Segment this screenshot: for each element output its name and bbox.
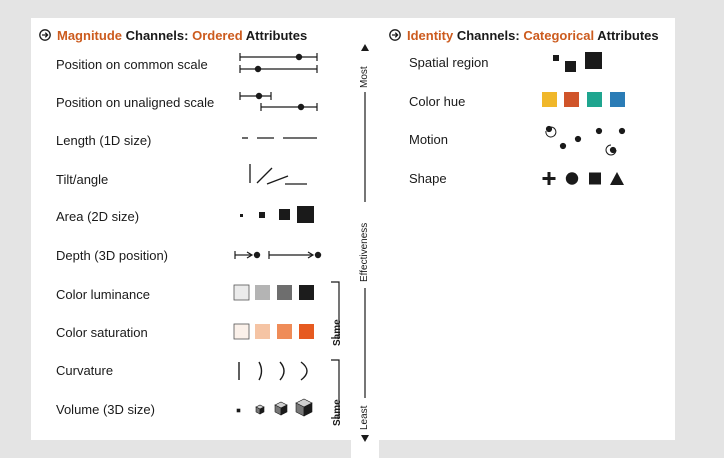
- same-brackets: [331, 281, 340, 419]
- hue-swatch: [587, 92, 602, 107]
- area-glyph: [240, 206, 314, 223]
- row-label-color-luminance: Color luminance: [56, 287, 150, 302]
- row-label-motion: Motion: [409, 132, 449, 147]
- luminance-swatch: [233, 284, 250, 301]
- identity-channels-panel: Identity Channels: Categorical Attribute…: [379, 18, 675, 440]
- row-label-color-saturation: Color saturation: [56, 325, 148, 340]
- position-unaligned-glyph: [239, 92, 318, 111]
- heading-attributes-word: Attributes: [242, 28, 308, 43]
- plus-icon: [542, 172, 556, 185]
- row-label-area: Area (2D size): [56, 209, 140, 224]
- color-hue-glyph: [542, 92, 625, 107]
- heading-attributes-word: Attributes: [594, 28, 659, 43]
- effectiveness-label: Effectiveness: [359, 222, 370, 282]
- cube-medium: [274, 401, 288, 416]
- row-label-spatial-region: Spatial region: [409, 55, 489, 70]
- row-label-depth: Depth (3D position): [56, 248, 168, 263]
- effectiveness-axis: Most Effectiveness Least: [351, 18, 379, 458]
- row-label-tilt: Tilt/angle: [56, 172, 109, 187]
- heading-categorical-word: Categorical: [523, 28, 595, 43]
- saturation-swatch: [299, 324, 314, 339]
- spatial-region-glyph: [553, 52, 602, 72]
- depth-glyph: [234, 251, 322, 259]
- row-label-position-common: Position on common scale: [56, 57, 208, 72]
- circle-arrow-icon: [39, 29, 51, 41]
- tilt-glyph: [249, 164, 307, 185]
- magnitude-channels-panel: Magnitude Channels: Ordered Attributes P…: [31, 18, 351, 440]
- curvature-glyph: [238, 361, 308, 381]
- position-common-glyph: [239, 53, 318, 73]
- luminance-swatch: [299, 285, 314, 300]
- length-glyph: [242, 137, 317, 139]
- heading-identity-word: Identity: [407, 28, 454, 43]
- effectiveness-least-label: Least: [359, 405, 370, 430]
- triangle-icon: [610, 172, 624, 185]
- same-label-curvature: Same: [332, 399, 343, 426]
- color-luminance-glyph: [233, 284, 314, 301]
- saturation-swatch: [255, 324, 270, 339]
- row-label-shape: Shape: [409, 171, 447, 186]
- identity-heading: Identity Channels: Categorical Attribute…: [389, 28, 659, 43]
- hue-swatch: [542, 92, 557, 107]
- same-label-color: Same: [332, 319, 343, 346]
- hue-swatch: [610, 92, 625, 107]
- circle-icon: [565, 172, 579, 185]
- shape-glyph: [542, 172, 624, 185]
- cube-small: [255, 404, 265, 415]
- square-icon: [589, 172, 601, 185]
- hue-swatch: [564, 92, 579, 107]
- volume-cubes-glyph: [236, 398, 313, 417]
- volume-glyph: [233, 416, 317, 438]
- circle-arrow-icon: [389, 29, 401, 41]
- row-label-length: Length (1D size): [56, 133, 152, 148]
- heading-magnitude-word: Magnitude: [57, 28, 122, 43]
- saturation-swatch: [233, 323, 250, 340]
- row-label-volume: Volume (3D size): [56, 402, 155, 417]
- row-label-color-hue: Color hue: [409, 94, 466, 109]
- motion-glyph: [545, 125, 626, 156]
- heading-ordered-word: Ordered: [192, 28, 243, 43]
- saturation-swatch: [277, 324, 292, 339]
- heading-channels-word: Channels:: [122, 28, 193, 43]
- effectiveness-most-label: Most: [359, 66, 370, 88]
- heading-channels-word: Channels:: [453, 28, 524, 43]
- cube-large: [295, 398, 313, 417]
- luminance-swatch: [277, 285, 292, 300]
- cube-tiny: [236, 408, 241, 413]
- color-saturation-glyph: [233, 323, 314, 340]
- luminance-swatch: [255, 285, 270, 300]
- effectiveness-arrow: [361, 44, 369, 442]
- row-label-curvature: Curvature: [56, 363, 114, 378]
- magnitude-heading: Magnitude Channels: Ordered Attributes: [39, 28, 307, 43]
- row-label-position-unaligned: Position on unaligned scale: [56, 95, 215, 110]
